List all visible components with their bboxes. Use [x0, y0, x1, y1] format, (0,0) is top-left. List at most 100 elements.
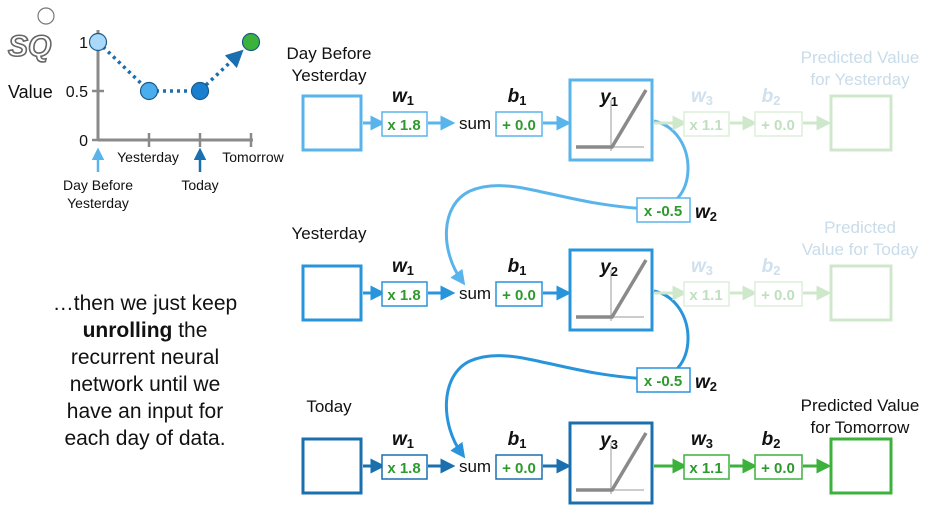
w3-value-box [683, 111, 730, 137]
w2-label-letter: w [695, 372, 711, 393]
caption-line-2: unrolling the [30, 317, 260, 344]
output-label: Predicted Value [801, 48, 920, 67]
w1-label-letter: w [392, 256, 408, 277]
w1-label-letter: w [392, 86, 408, 107]
w1-label-letter: w [392, 429, 408, 450]
w3-value-box [683, 454, 730, 480]
w2-label-letter: w [695, 202, 711, 223]
w3-label: w3 [691, 86, 713, 108]
x-tick-label-yesterday: Yesterday [117, 149, 179, 165]
w3-label-subscript: 3 [706, 93, 713, 108]
loop-1: x -0.5 w2 [444, 119, 717, 286]
y-tick-label: 0.5 [66, 84, 88, 101]
w3-value: x 1.1 [689, 287, 722, 304]
x-tick-label-tomorrow: Tomorrow [222, 149, 284, 165]
b2-value-box [754, 111, 803, 137]
input-box [301, 94, 363, 152]
w1-label: w1 [392, 86, 414, 108]
b2-label-letter: b [762, 429, 774, 450]
b2-value: + 0.0 [761, 460, 795, 477]
b2-label-subscript: 2 [773, 436, 780, 451]
data-point [241, 32, 261, 52]
w3-label: w3 [691, 429, 713, 451]
b1-label-subscript: 1 [519, 263, 526, 278]
input-label: Yesterday [292, 66, 367, 85]
output-box [829, 437, 893, 495]
caption-line-4: network until we [69, 373, 221, 396]
w3-value: x 1.1 [689, 117, 722, 134]
series-segment [96, 40, 151, 93]
output-label: for Yesterday [810, 70, 910, 89]
y-label: y3 [599, 430, 618, 452]
y-label: y1 [599, 87, 618, 109]
sum-label: sum [459, 284, 491, 303]
w3-label-subscript: 3 [706, 263, 713, 278]
x-arrow-label-today: Today [181, 177, 218, 193]
loop-curve [444, 119, 690, 286]
w2-value-box [636, 367, 691, 393]
b1-label-letter: b [508, 429, 520, 450]
w1-value-box [381, 281, 428, 307]
w3-value-box [683, 281, 730, 307]
b2-label: b2 [762, 429, 781, 451]
b2-label: b2 [762, 86, 781, 108]
w1-value: x 1.8 [387, 117, 420, 134]
w1-label: w1 [392, 429, 414, 451]
b1-label-letter: b [508, 86, 520, 107]
relu-curve [576, 89, 648, 149]
w1-label: w1 [392, 256, 414, 278]
b2-value-box [754, 454, 803, 480]
sum-label: sum [459, 457, 491, 476]
b1-label: b1 [508, 256, 527, 278]
x-arrow-label-day-before-1: Day Before [63, 177, 133, 193]
w2-label: w2 [695, 202, 717, 224]
b1-value-box [495, 111, 543, 137]
w2-value-box [636, 197, 691, 223]
b1-value: + 0.0 [502, 460, 536, 477]
sum-label: sum [459, 114, 491, 133]
w1-label-subscript: 1 [407, 93, 414, 108]
b2-value: + 0.0 [761, 287, 795, 304]
output-label: for Tomorrow [811, 418, 911, 437]
y-axis-label: Value [8, 82, 53, 102]
b1-label-letter: b [508, 256, 520, 277]
w2-value: x -0.5 [644, 203, 682, 220]
b2-label-subscript: 2 [773, 263, 780, 278]
y-tick-label: 0 [79, 133, 88, 150]
input-label: Day Before [286, 44, 371, 63]
output-box [829, 94, 893, 152]
b1-label-subscript: 1 [519, 93, 526, 108]
w3-value: x 1.1 [689, 460, 722, 477]
output-label: Predicted [824, 218, 896, 237]
output-label: Predicted Value [801, 396, 920, 415]
input-box [301, 264, 363, 322]
logo-badge-icon [37, 7, 55, 25]
b2-label: b2 [762, 256, 781, 278]
logo-text: SQ [8, 30, 51, 63]
relu-curve [576, 432, 648, 492]
caption-line-2-rest: the [172, 319, 208, 342]
b1-value: + 0.0 [502, 117, 536, 134]
w1-value-box [381, 454, 428, 480]
b2-label-subscript: 2 [773, 93, 780, 108]
w1-value-box [381, 111, 428, 137]
w3-label-letter: w [691, 256, 707, 277]
b1-value-box [495, 281, 543, 307]
y-label-letter: y [599, 430, 612, 451]
y-label-letter: y [599, 257, 612, 278]
relu-curve [576, 259, 648, 319]
caption-line-1: …then we just keep [52, 292, 238, 315]
b1-label-subscript: 1 [519, 436, 526, 451]
y-tick-label: 1 [79, 35, 88, 52]
b1-label: b1 [508, 429, 527, 451]
caption-line-5: have an input for [66, 400, 224, 423]
b1-value: + 0.0 [502, 287, 536, 304]
data-point [139, 81, 159, 101]
